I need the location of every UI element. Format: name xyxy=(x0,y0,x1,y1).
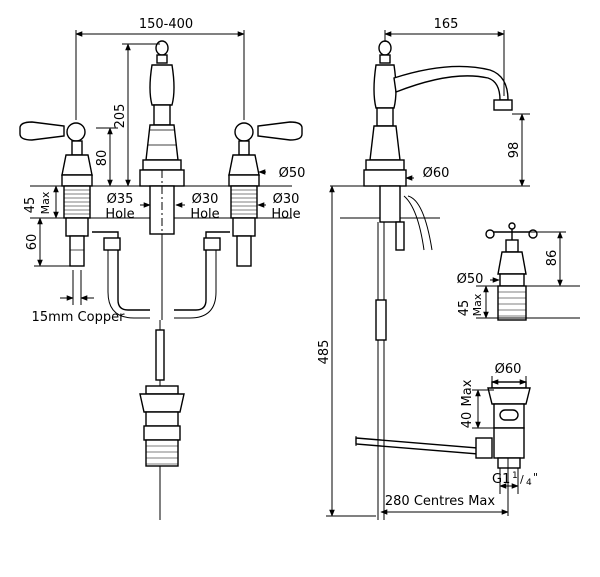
waste-dia: Ø60 xyxy=(495,362,522,377)
hole-right-dia: Ø30 xyxy=(273,192,300,207)
hole-center-word: Hole xyxy=(105,207,134,222)
thread-frac-den: 4 xyxy=(526,478,532,488)
dim-spout-reach: 165 xyxy=(434,17,459,32)
valve-detail: 86 Ø50 45 Max xyxy=(457,222,580,321)
thread-frac-slash: / xyxy=(520,473,524,486)
dim-deck-max-suffix: Max xyxy=(39,191,52,214)
front-waste xyxy=(139,385,185,467)
front-view: 150-400 205 80 45 Max 60 Ø35 Hole Ø30 Ho… xyxy=(19,17,306,520)
body-dia: Ø60 xyxy=(423,166,450,181)
side-view: 165 98 Ø60 485 Ø60 xyxy=(317,17,538,520)
dim-valve-deck: 45 xyxy=(457,300,472,317)
hole-right-word: Hole xyxy=(271,207,300,222)
thread-frac-num: 1 xyxy=(512,471,518,481)
dim-handle-height: 80 xyxy=(95,150,110,167)
center-spout xyxy=(139,40,185,187)
hole-mid-dia: Ø30 xyxy=(192,192,219,207)
dim-deck-max: 45 xyxy=(23,197,38,214)
dim-width-span: 150-400 xyxy=(139,17,193,32)
left-valve xyxy=(19,121,93,267)
side-tail xyxy=(375,185,433,440)
dim-valve-deck-suffix: Max xyxy=(471,293,484,316)
dim-spout-height: 205 xyxy=(113,104,128,129)
dim-total-height: 485 xyxy=(317,340,332,365)
dim-valve-height: 86 xyxy=(545,250,560,267)
valve-flange-dia: Ø50 xyxy=(457,272,484,287)
side-waste xyxy=(355,381,531,520)
centres-label: 280 Centres Max xyxy=(385,494,496,509)
thread-quote: " xyxy=(533,471,538,484)
dim-waste-max-suffix: Max xyxy=(460,379,475,406)
right-valve xyxy=(228,121,303,267)
dim-waste-max: 40 xyxy=(460,412,475,429)
dim-tail-height: 60 xyxy=(25,234,40,251)
copper-label: 15mm Copper xyxy=(32,310,126,325)
dim-spout-drop: 98 xyxy=(507,142,522,159)
flange-right-dia: Ø50 xyxy=(279,166,306,181)
thread-label: G1 xyxy=(492,472,510,487)
hole-center-dia: Ø35 xyxy=(107,192,134,207)
hole-mid-word: Hole xyxy=(190,207,219,222)
side-spout xyxy=(363,40,513,187)
